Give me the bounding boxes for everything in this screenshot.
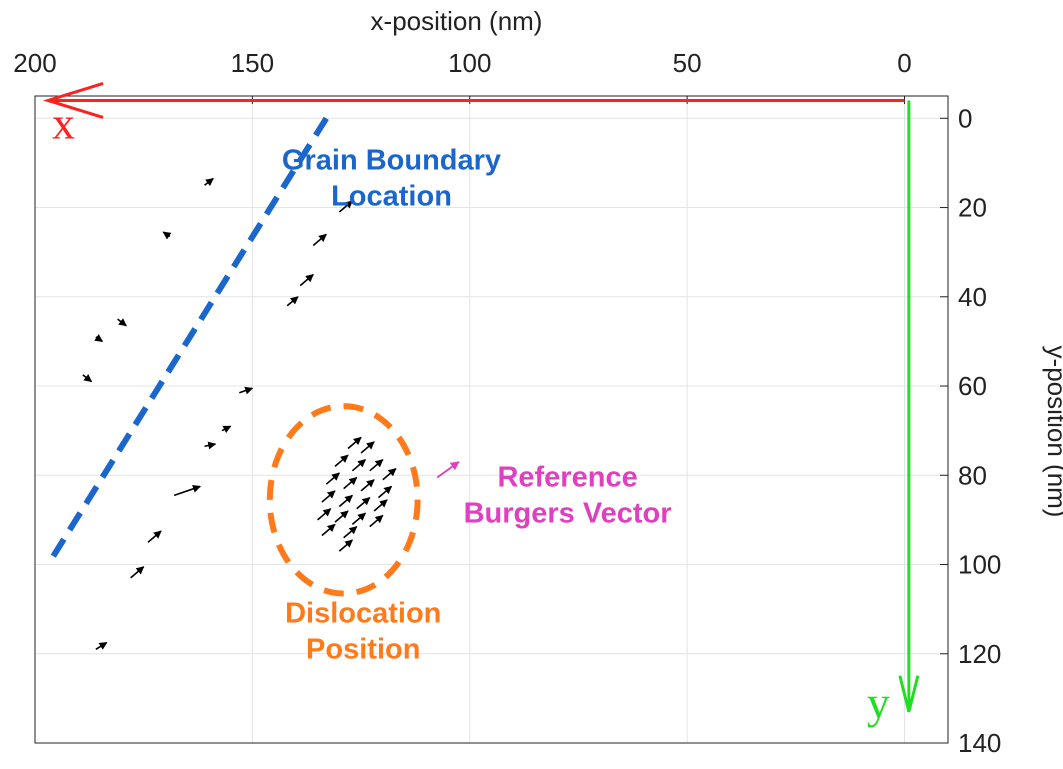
y-tick-label: 40 <box>958 282 987 312</box>
burgers-vector-arrow <box>369 459 384 472</box>
burgers-vector-arrow <box>334 454 349 467</box>
burgers-vector-arrow <box>321 523 336 537</box>
x-tick-label: 100 <box>448 48 491 78</box>
burgers-vector-arrow <box>343 525 358 539</box>
burgers-vector-arrow <box>162 231 172 240</box>
grain-boundary-annotation-line: Location <box>331 181 452 213</box>
burgers-vector-arrow <box>94 334 104 343</box>
burgers-vector-arrow <box>338 200 353 213</box>
x-axis-letter: x <box>52 97 75 148</box>
burgers-vector-arrow <box>321 490 336 503</box>
burgers-vector-arrow <box>239 386 254 395</box>
x-tick-label: 200 <box>13 48 56 78</box>
y-tick-label: 120 <box>958 639 1001 669</box>
burgers-vector-arrow <box>204 177 214 187</box>
burgers-vector-arrow <box>356 496 371 510</box>
dislocation-layer <box>266 403 421 597</box>
y-axis-title: y-position (nm) <box>1042 346 1063 518</box>
dislocation-position-annotation-line: Position <box>306 634 420 666</box>
grain-boundary-annotation-line: Grain Boundary <box>282 145 501 177</box>
burgers-vector-arrow <box>334 510 349 523</box>
plot-frame <box>34 95 949 744</box>
burgers-vector-arrow <box>325 472 340 485</box>
burgers-vector-arrow <box>338 494 353 508</box>
burgers-vector-arrow <box>343 476 358 490</box>
y-tick-label: 0 <box>958 103 972 133</box>
reference-burgers-annotation-line: Burgers Vector <box>464 497 672 529</box>
burgers-vector-arrow <box>373 499 388 512</box>
x-tick-label: 50 <box>673 48 702 78</box>
burgers-vector-arrow <box>377 485 393 499</box>
x-axis-arrow-head <box>42 82 104 119</box>
burgers-vector-arrow <box>360 479 375 492</box>
y-axis-letter: y <box>867 677 890 728</box>
y-tick-label: 100 <box>958 550 1001 580</box>
burgers-vector-arrow <box>317 508 332 521</box>
burgers-vector-arrow <box>360 441 375 454</box>
y-axis-ticks: 0 20 40 60 80 100 120 140 <box>940 103 1001 758</box>
burgers-vector-arrow <box>95 641 108 650</box>
burgers-vector-arrow <box>221 425 232 434</box>
grain-boundary-layer <box>45 116 329 567</box>
reference-vector-arrow <box>436 461 460 479</box>
burgers-vector-arrow <box>147 530 162 543</box>
burgers-vector-arrow <box>82 374 93 383</box>
burgers-vector-arrow <box>338 539 353 552</box>
burgers-vector-arrow <box>130 566 145 579</box>
grid-layer <box>34 96 948 744</box>
burgers-vector-arrow <box>299 273 314 287</box>
grain-boundary-line <box>45 116 329 567</box>
burgers-vector-arrow <box>286 296 299 307</box>
burgers-vector-arrow <box>347 436 362 450</box>
coordinate-axes: xy <box>42 82 920 728</box>
burgers-vector-arrow <box>351 459 367 472</box>
burgers-vector-arrow <box>117 318 127 327</box>
x-tick-label: 0 <box>897 48 911 78</box>
burgers-vector-arrow <box>312 233 327 247</box>
dislocation-position-annotation-line: Dislocation <box>285 598 441 630</box>
reference-burgers-annotation-line: Reference <box>497 461 637 493</box>
y-axis-arrow-head <box>898 675 920 713</box>
x-tick-label: 150 <box>231 48 274 78</box>
dislocation-ellipse <box>266 403 421 597</box>
burgers-vector-arrow <box>173 484 201 497</box>
y-tick-label: 140 <box>958 728 1001 758</box>
vector-field <box>82 177 460 650</box>
y-tick-label: 60 <box>958 371 987 401</box>
burgers-vector-arrow <box>351 512 367 525</box>
burgers-vector-arrow <box>369 514 384 528</box>
y-tick-label: 20 <box>958 193 987 223</box>
x-axis-ticks: 200 150 100 50 0 <box>13 48 912 104</box>
burgers-vector-arrow <box>382 467 397 481</box>
burgers-vector-arrow <box>204 441 217 450</box>
y-tick-label: 80 <box>958 460 987 490</box>
x-axis-title: x-position (nm) <box>371 6 543 36</box>
